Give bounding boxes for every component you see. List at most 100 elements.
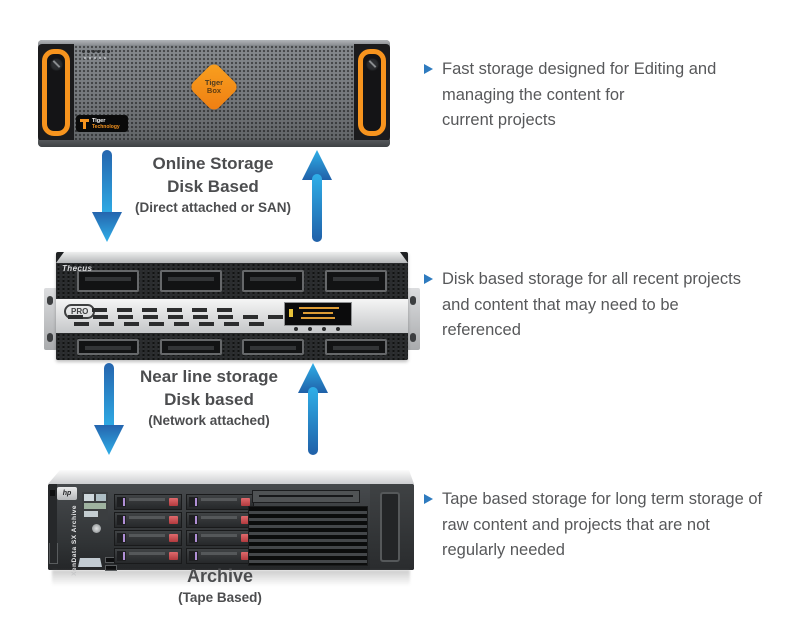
button-icon [336,327,340,331]
thecus-chassis: Thecus PRO [56,252,408,360]
tier3-label: Archive (Tape Based) [130,565,310,608]
bullet-text: Disk based storage for all recent projec… [442,270,741,339]
tiger-perforated-panel: Tiger Box Tiger Technology [38,45,390,140]
thecus-brand-label: Thecus [62,264,93,273]
screw-hole-icon [410,296,416,305]
lcd-text-line [301,317,335,319]
button-icon [294,327,298,331]
tiger-led-indicators [82,50,110,53]
drive-tray [114,548,182,564]
tiger-right-endcap [354,44,390,141]
diagnostic-panel [82,492,108,520]
online-storage-device: Tiger Box Tiger Technology [38,40,390,147]
screw-hole-icon [50,490,55,496]
optical-drive-slot [252,490,360,503]
release-button-icon [169,516,178,524]
screw-hole-icon [47,296,53,305]
vent-grille [248,506,368,566]
tier2-note: (Network attached) [148,413,270,428]
tray-handle-icon [201,552,237,555]
drive-tray-handle [325,270,388,292]
hp-logo: hp [57,487,77,500]
triangle-bullet-icon [424,64,433,74]
tiger-t-logo-icon [80,118,89,129]
release-button-icon [241,516,250,524]
drive-tray [186,548,254,564]
release-button-icon [241,498,250,506]
led-dot-icon [87,50,90,53]
release-button-icon [169,498,178,506]
rack-rail-left [48,484,58,570]
tray-latch-icon [189,515,198,525]
tray-handle-icon [201,498,237,501]
tray-handle-icon [201,516,237,519]
tray-handle-icon [129,534,165,537]
led-dot-icon [99,57,101,59]
thumbscrew-icon [49,58,63,71]
vent-slots [92,308,242,312]
tiger-status-icons [84,57,106,59]
led-dot-icon [92,50,95,53]
tiger-technology-badge: Tiger Technology [76,115,128,132]
sticker-cell [96,494,106,501]
drive-tray [114,512,182,528]
hp-top-surface [48,470,414,484]
lcd-text-line [299,307,339,309]
hp-drive-bays [114,494,254,564]
rack-ear-left [44,288,57,350]
drive-tray [186,530,254,546]
tier2-title: Near line storage [140,367,278,386]
drive-tray-handle [159,270,222,292]
tray-handle-icon [201,534,237,537]
tier1-subtitle: Disk Based [167,177,259,196]
tray-latch-icon [189,497,198,507]
usb-port-icon [105,565,117,571]
tray-latch-icon [117,551,126,561]
tiger-badge-label-top: Tiger [92,117,106,124]
hp-right-handle [380,492,400,562]
tray-handle-icon [129,516,165,519]
drive-tray-handle [325,338,388,355]
release-button-icon [241,534,250,542]
lcd-battery-icon [289,309,293,317]
drive-tray [114,494,182,510]
button-icon [308,327,312,331]
thecus-top-surface [56,252,408,263]
table-reflection [52,570,410,586]
hp-front-face: hp XenData SX Archive [48,484,414,575]
arrow-up-icon [302,150,332,242]
tiger-bottom-edge [38,140,390,147]
button-icon [322,327,326,331]
sticker-cell [84,494,94,501]
tier1-note: (Direct attached or SAN) [134,200,292,215]
screw-hole-icon [410,333,416,342]
led-dot-icon [84,57,86,59]
thecus-upper-drive-bays [56,263,408,299]
thecus-front-band: PRO [56,299,408,333]
lcd-display [284,302,352,326]
tiger-diamond-label-bottom: Box [206,86,222,95]
sticker-cell [84,503,106,509]
tiger-top-edge [38,40,390,45]
bullet-online-storage: Fast storage designed for Editing and ma… [424,57,796,134]
rack-bracket-icon [49,543,58,564]
led-dot-icon [94,57,96,59]
thumbscrew-icon [365,58,379,71]
arrow-down-icon [92,150,122,242]
bullet-archive-storage: Tape based storage for long term storage… [424,487,796,564]
tiger-box-diamond-logo-icon: Tiger Box [188,61,240,113]
xendata-side-label: XenData SX Archive [70,504,78,576]
tiger-left-endcap [38,44,74,141]
triangle-bullet-icon [424,274,433,284]
tier1-label: Online Storage Disk Based (Direct attach… [128,152,298,218]
tray-handle-icon [129,552,165,555]
release-button-icon [169,534,178,542]
drive-tray [186,494,254,510]
drive-tray-handle [159,338,222,355]
vent-slots [68,315,298,319]
drive-tray-handle [76,338,139,355]
hp-right-endcap [370,484,414,570]
drive-tray-handle [242,338,305,355]
tray-latch-icon [117,533,126,543]
arrow-down-icon [94,363,124,455]
